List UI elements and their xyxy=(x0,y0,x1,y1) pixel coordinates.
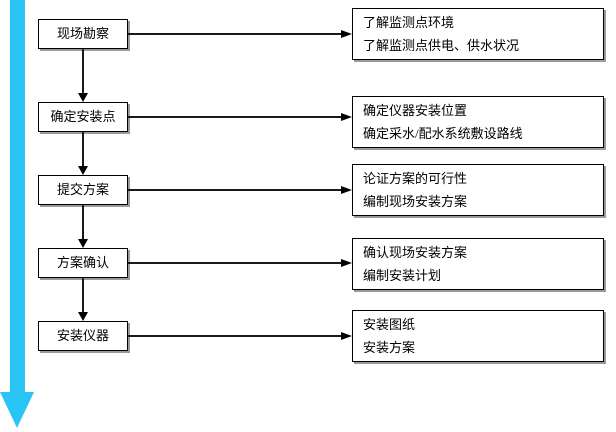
detail-line: 了解监测点供电、供水状况 xyxy=(363,38,520,53)
arrowhead-down-icon xyxy=(77,93,88,102)
timeline-down-arrow-icon xyxy=(0,392,34,428)
detail-line: 论证方案的可行性 xyxy=(363,171,468,186)
flow-step-box-5: 安装仪器 xyxy=(38,321,128,351)
arrowhead-right-icon xyxy=(341,112,352,121)
flow-detail-box-4: 确认现场安装方案 编制安装计划 xyxy=(352,238,604,290)
arrowhead-down-icon xyxy=(77,312,88,321)
flow-connector-line-4 xyxy=(82,278,84,313)
flow-horizontal-line-2 xyxy=(128,116,341,118)
flow-step-label: 方案确认 xyxy=(56,255,109,270)
arrowhead-right-icon xyxy=(341,258,352,267)
timeline-down-arrow-bar xyxy=(10,0,25,392)
flow-step-label: 现场勘察 xyxy=(56,26,109,41)
detail-line: 确定采水/配水系统敷设路线 xyxy=(363,126,523,141)
flow-detail-box-3: 论证方案的可行性 编制现场安装方案 xyxy=(352,164,604,216)
flow-step-box-2: 确定安装点 xyxy=(38,102,128,132)
arrowhead-right-icon xyxy=(341,331,352,340)
flow-step-label: 提交方案 xyxy=(56,182,109,197)
flow-connector-line-3 xyxy=(82,205,84,240)
flow-detail-box-2: 确定仪器安装位置 确定采水/配水系统敷设路线 xyxy=(352,96,604,148)
flow-step-label: 安装仪器 xyxy=(56,328,109,343)
flow-horizontal-line-3 xyxy=(128,189,341,191)
arrowhead-down-icon xyxy=(77,239,88,248)
flow-connector-line-1 xyxy=(82,49,84,94)
flow-step-box-1: 现场勘察 xyxy=(38,19,128,49)
detail-line: 确定仪器安装位置 xyxy=(363,103,468,118)
detail-line: 编制现场安装方案 xyxy=(363,194,468,209)
flow-horizontal-line-5 xyxy=(128,335,341,337)
flow-detail-box-1: 了解监测点环境 了解监测点供电、供水状况 xyxy=(352,8,604,60)
detail-line: 了解监测点环境 xyxy=(363,15,455,30)
flow-detail-box-5: 安装图纸 安装方案 xyxy=(352,310,604,362)
flow-step-box-4: 方案确认 xyxy=(38,248,128,278)
detail-line: 安装图纸 xyxy=(363,317,416,332)
detail-line: 编制安装计划 xyxy=(363,268,442,283)
arrowhead-right-icon xyxy=(341,185,352,194)
arrowhead-down-icon xyxy=(77,166,88,175)
flow-connector-line-2 xyxy=(82,132,84,167)
flow-step-label: 确定安装点 xyxy=(50,109,116,124)
detail-line: 确认现场安装方案 xyxy=(363,245,468,260)
detail-line: 安装方案 xyxy=(363,340,416,355)
flow-horizontal-line-1 xyxy=(128,33,341,35)
arrowhead-right-icon xyxy=(341,29,352,38)
flow-horizontal-line-4 xyxy=(128,262,341,264)
flow-step-box-3: 提交方案 xyxy=(38,175,128,205)
